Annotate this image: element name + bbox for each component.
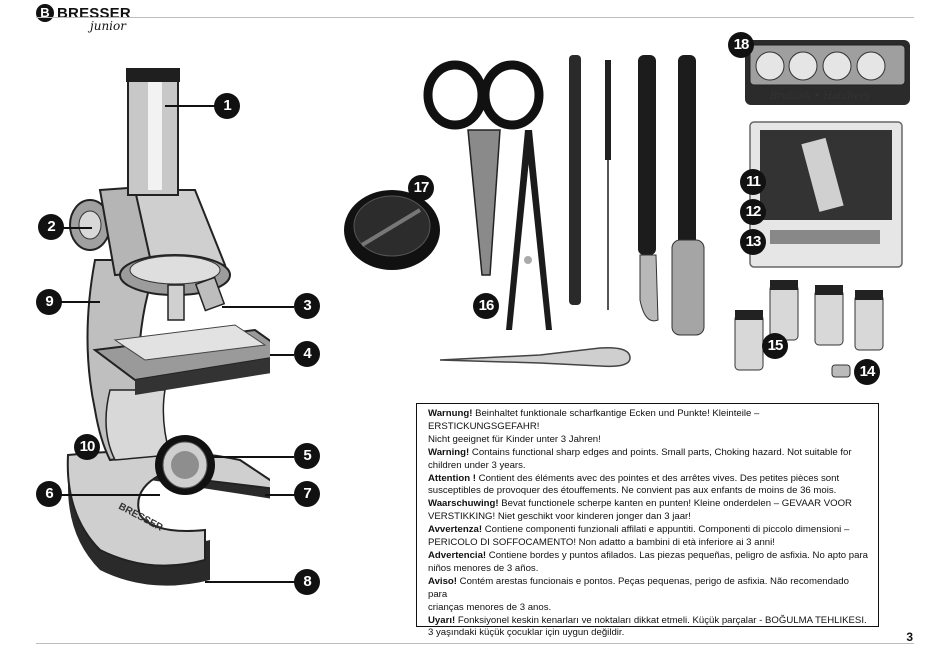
warning-tr-line1: Uyarı! Fonksiyonel keskin kenarları ve n…	[428, 615, 868, 628]
warning-it-text: Contiene componenti funzionali affilati …	[482, 524, 850, 536]
callout-14: 14	[854, 359, 880, 385]
warning-fr-text: Contient des éléments avec des pointes e…	[475, 472, 840, 484]
leader-line-9	[60, 301, 100, 303]
callout-7: 7	[294, 481, 320, 507]
warning-en-text: Contains functional sharp edges and poin…	[469, 446, 852, 458]
leader-line-6	[60, 494, 160, 496]
callout-10: 10	[74, 434, 100, 460]
warning-es-text: Contiene bordes y puntos afilados. Las p…	[486, 549, 868, 561]
warning-tr-line2: 3 yaşındaki küçük çocuklar için uygun de…	[428, 627, 625, 639]
warning-tr-label: Uyarı!	[428, 614, 456, 626]
brand-subname: junior	[90, 19, 126, 33]
leader-line-3	[222, 306, 294, 308]
warning-pt-text: Contém arestas funcionais e pontos. Peça…	[428, 575, 849, 600]
header-rule	[36, 17, 914, 18]
warning-it-line2: PERICOLO DI SOFFOCAMENTO! Non adatto a b…	[428, 537, 775, 549]
warning-fr-label: Attention !	[428, 472, 476, 484]
warning-es-line2: niños menores de 3 años.	[428, 562, 539, 574]
warning-de-line2: Nicht geeignet für Kinder unter 3 Jahren…	[428, 433, 601, 445]
warning-es-line1: Advertencia! Contiene bordes y puntos af…	[428, 550, 868, 563]
leader-line-4	[270, 354, 294, 356]
callout-6: 6	[36, 481, 62, 507]
microscope-illustration: BRESSER	[66, 68, 270, 586]
leader-line-5	[210, 456, 294, 458]
warning-de-text: Beinhaltet funktionale scharfkantige Eck…	[428, 408, 760, 432]
callout-12: 12	[740, 199, 766, 225]
accessories-illustration	[344, 40, 910, 378]
warning-it-label: Avvertenza!	[428, 524, 483, 536]
warning-nl-label: Waarschuwing!	[428, 498, 499, 510]
safety-warning-box: Warnung! Beinhaltet funktionale scharfka…	[416, 403, 879, 638]
warning-pt-label: Aviso!	[428, 575, 457, 587]
callout-5: 5	[294, 443, 320, 469]
warning-nl-text: Bevat functionele scherpe kanten en punt…	[498, 498, 852, 510]
warning-en-label: Warning!	[428, 446, 470, 458]
warning-fr-line1: Attention ! Contient des éléments avec d…	[428, 473, 868, 486]
callout-3: 3	[294, 293, 320, 319]
warning-en-line1: Warning! Contains functional sharp edges…	[428, 447, 868, 460]
warning-it-line1: Avvertenza! Contiene componenti funziona…	[428, 524, 868, 537]
bresser-junior-logo: B BRESSER junior	[36, 2, 146, 36]
warning-de-line1: Warnung! Beinhaltet funktionale scharfka…	[428, 408, 868, 434]
callout-13: 13	[740, 229, 766, 255]
footer-rule	[36, 643, 914, 644]
callout-15: 15	[762, 333, 788, 359]
bresser-b-icon: B	[36, 4, 54, 22]
callout-11: 11	[740, 169, 766, 195]
callout-18: 18	[728, 32, 754, 58]
warning-pt-line2: crianças menores de 3 anos.	[428, 601, 552, 613]
warning-nl-line2: VERSTIKKING! Niet geschikt voor kinderen…	[428, 511, 691, 523]
callout-16: 16	[473, 293, 499, 319]
leader-line-2	[62, 227, 92, 229]
callout-8: 8	[294, 569, 320, 595]
callout-9: 9	[36, 289, 62, 315]
leader-line-8	[205, 581, 295, 583]
warning-en-line2: children under 3 years.	[428, 459, 526, 471]
warning-pt-line1: Aviso! Contém arestas funcionais e ponto…	[428, 576, 868, 602]
hatchery-label: Brutank • Hatchery	[770, 91, 871, 102]
callout-17: 17	[408, 175, 434, 201]
warning-es-label: Advertencia!	[428, 549, 487, 561]
callout-1: 1	[214, 93, 240, 119]
leader-line-1	[165, 105, 217, 107]
warning-nl-line1: Waarschuwing! Bevat functionele scherpe …	[428, 498, 868, 511]
callout-2: 2	[38, 214, 64, 240]
page-number: 3	[906, 630, 913, 644]
leader-line-7	[265, 494, 295, 496]
warning-tr-text: Fonksiyonel keskin kenarları ve noktalar…	[455, 614, 867, 626]
warning-fr-line2: susceptibles de provoquer des étouffemen…	[428, 485, 837, 497]
callout-4: 4	[294, 341, 320, 367]
warning-de-label: Warnung!	[428, 408, 473, 419]
